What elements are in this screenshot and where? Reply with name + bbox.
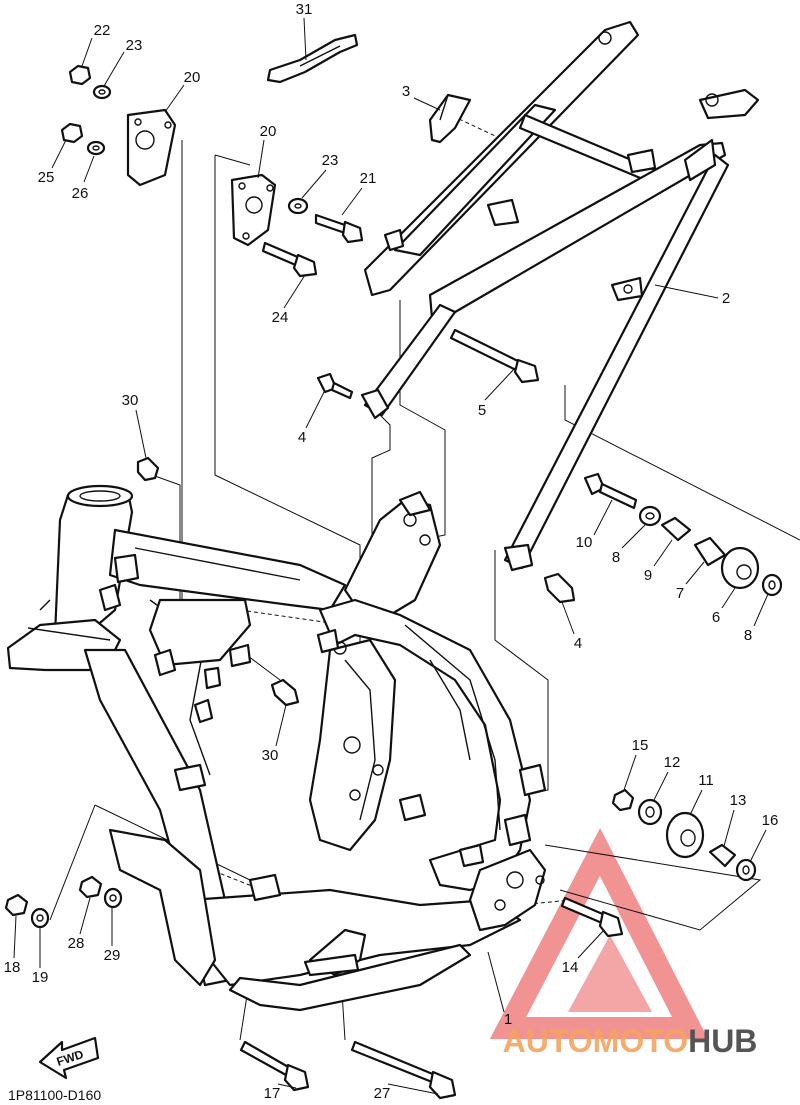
- callout-22: 22: [94, 22, 111, 39]
- callout-7: 7: [676, 585, 684, 602]
- callout-13: 13: [730, 792, 747, 809]
- callout-26: 26: [72, 185, 89, 202]
- callout-23: 23: [126, 37, 143, 54]
- callout-11: 11: [698, 772, 714, 789]
- callout-28: 28: [68, 935, 85, 952]
- callout-labels: 31 22 23 20 3 25 26 20 23 21 24 2 5 4 30…: [4, 1, 779, 1102]
- callout-14: 14: [562, 959, 579, 976]
- callout-20: 20: [184, 69, 201, 86]
- callout-4b: 4: [574, 635, 582, 652]
- callout-17: 17: [264, 1085, 281, 1102]
- callout-8: 8: [612, 549, 620, 566]
- callout-30: 30: [122, 392, 139, 409]
- callout-leaders: [13, 17, 769, 1095]
- callout-16: 16: [762, 812, 779, 829]
- part-2-subframe: [360, 20, 760, 572]
- callout-25: 25: [38, 169, 55, 186]
- part-1-main-frame: [6, 484, 547, 1012]
- engine-mount-hardware: [560, 788, 757, 938]
- callout-6: 6: [712, 609, 720, 626]
- callout-8b: 8: [744, 627, 752, 644]
- automotohub-logo: AUTOMOTOHUB: [489, 828, 758, 1059]
- callout-29: 29: [104, 947, 121, 964]
- upper-mount-hardware: [60, 64, 364, 278]
- shock-mount-hardware: [583, 472, 783, 597]
- part-3-block: [428, 93, 472, 144]
- callout-23b: 23: [322, 152, 339, 169]
- callout-18: 18: [4, 959, 21, 976]
- callout-9: 9: [644, 567, 652, 584]
- callout-21: 21: [360, 170, 377, 187]
- callout-24: 24: [272, 309, 289, 326]
- drawing-code: 1P81100-D160: [8, 1087, 101, 1103]
- callout-30b: 30: [262, 747, 279, 764]
- callout-27: 27: [374, 1085, 391, 1102]
- fwd-arrow: FWD: [38, 1036, 100, 1080]
- callout-12: 12: [664, 754, 681, 771]
- part-31-stay: [266, 33, 359, 84]
- callout-5: 5: [478, 402, 486, 419]
- callout-10: 10: [576, 534, 593, 551]
- callout-2: 2: [722, 290, 730, 307]
- callout-31: 31: [296, 1, 313, 18]
- callout-19: 19: [32, 969, 49, 986]
- callout-1: 1: [504, 1011, 512, 1028]
- lower-hardware: [4, 456, 457, 1100]
- callout-4: 4: [298, 429, 306, 446]
- callout-3: 3: [402, 83, 410, 100]
- callout-20b: 20: [260, 123, 277, 140]
- svg-text:AUTOMOTOHUB: AUTOMOTOHUB: [503, 1023, 758, 1059]
- callout-15: 15: [632, 737, 649, 754]
- subframe-bolts: [316, 328, 576, 604]
